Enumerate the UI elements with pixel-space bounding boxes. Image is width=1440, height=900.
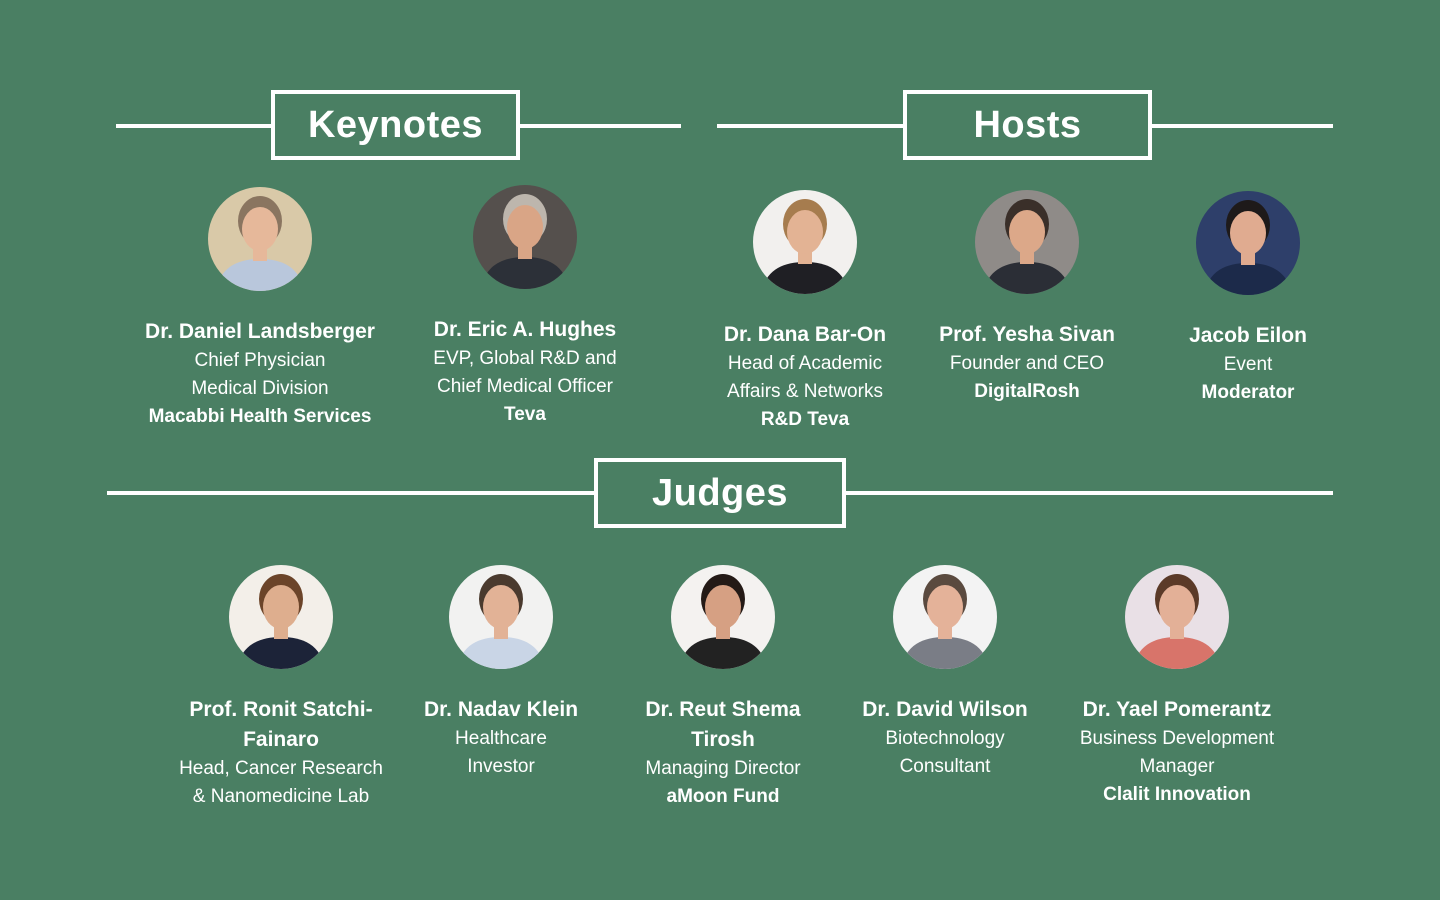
- host-title: Event: [1223, 354, 1273, 375]
- portrait-shoulders: [1133, 637, 1221, 669]
- judge-title: Healthcare: [455, 728, 547, 749]
- speaker-name: Dr. Eric A. Hughes: [433, 318, 617, 341]
- host-card: Prof. Yesha Sivan Founder and CEO Digita…: [907, 190, 1147, 406]
- judge-title: Managing Director: [645, 758, 801, 779]
- speaker-title-2: Chief Medical Officer: [437, 376, 613, 397]
- judge-organization: Clalit Innovation: [1103, 784, 1251, 805]
- judges-divider-left: [107, 491, 597, 495]
- judge-photo: [1125, 565, 1229, 669]
- speaker-organization: Teva: [504, 404, 546, 425]
- judge-name: Dr. Nadav Klein: [423, 698, 579, 721]
- host-name: Jacob Eilon: [1189, 324, 1307, 347]
- judge-photo: [893, 565, 997, 669]
- hosts-divider-left: [717, 124, 906, 128]
- judge-title-2: Manager: [1139, 756, 1215, 777]
- judge-card: Dr. Yael Pomerantz Business Development …: [1047, 565, 1307, 809]
- portrait-face: [483, 585, 519, 629]
- portrait-shoulders: [237, 637, 325, 669]
- host-title-2: Affairs & Networks: [727, 381, 883, 402]
- judge-title-2: Consultant: [899, 756, 991, 777]
- judge-card: Dr. Reut Shema Tirosh Managing Director …: [603, 565, 843, 811]
- judge-card: Prof. Ronit Satchi-Fainaro Head, Cancer …: [161, 565, 401, 811]
- portrait-shoulders: [1204, 263, 1292, 295]
- speaker-title: EVP, Global R&D and: [433, 348, 617, 369]
- host-organization: Moderator: [1201, 382, 1295, 403]
- portrait-graphic: [893, 565, 997, 669]
- portrait-face: [705, 585, 741, 629]
- portrait-shoulders: [481, 257, 569, 289]
- portrait-graphic: [1196, 191, 1300, 295]
- portrait-shoulders: [901, 637, 989, 669]
- portrait-face: [1159, 585, 1195, 629]
- speaker-photo: [473, 185, 577, 289]
- portrait-graphic: [1125, 565, 1229, 669]
- judge-photo: [449, 565, 553, 669]
- host-title: Founder and CEO: [949, 353, 1105, 374]
- portrait-shoulders: [983, 262, 1071, 294]
- judge-card: Dr. Nadav Klein Healthcare Investor: [381, 565, 621, 781]
- host-photo: [975, 190, 1079, 294]
- judges-heading: Judges: [594, 458, 846, 528]
- portrait-graphic: [753, 190, 857, 294]
- host-organization: DigitalRosh: [974, 381, 1080, 402]
- portrait-face: [927, 585, 963, 629]
- speaker-title-2: Medical Division: [191, 378, 329, 399]
- portrait-face: [787, 210, 823, 254]
- keynotes-heading: Keynotes: [271, 90, 520, 160]
- portrait-face: [507, 205, 543, 249]
- judge-title: Head, Cancer Research: [179, 758, 383, 779]
- portrait-graphic: [449, 565, 553, 669]
- speaker-name: Dr. Daniel Landsberger: [145, 320, 375, 343]
- judges-divider-right: [843, 491, 1333, 495]
- hosts-divider-right: [1149, 124, 1333, 128]
- judge-title: Biotechnology: [885, 728, 1005, 749]
- portrait-face: [1009, 210, 1045, 254]
- portrait-graphic: [473, 185, 577, 289]
- host-title: Head of Academic: [727, 353, 883, 374]
- judge-title-2: Investor: [467, 756, 535, 777]
- judge-name: Dr. David Wilson: [862, 698, 1028, 721]
- judge-name: Dr. Reut Shema Tirosh: [645, 698, 801, 751]
- host-name: Prof. Yesha Sivan: [939, 323, 1115, 346]
- keynotes-divider-left: [116, 124, 274, 128]
- portrait-shoulders: [679, 637, 767, 669]
- judge-title: Business Development: [1079, 728, 1275, 749]
- portrait-face: [242, 207, 278, 251]
- judge-name: Prof. Ronit Satchi-Fainaro: [189, 698, 373, 751]
- portrait-face: [1230, 211, 1266, 255]
- judge-organization: aMoon Fund: [666, 786, 780, 807]
- keynote-card: Dr. Daniel Landsberger Chief Physician M…: [140, 187, 380, 431]
- portrait-graphic: [975, 190, 1079, 294]
- keynote-card: Dr. Eric A. Hughes EVP, Global R&D and C…: [405, 185, 645, 429]
- portrait-graphic: [229, 565, 333, 669]
- portrait-shoulders: [761, 262, 849, 294]
- judge-title-2: & Nanomedicine Lab: [192, 786, 370, 807]
- judge-photo: [229, 565, 333, 669]
- keynotes-divider-right: [517, 124, 681, 128]
- host-photo: [1196, 191, 1300, 295]
- portrait-shoulders: [457, 637, 545, 669]
- judge-photo: [671, 565, 775, 669]
- host-photo: [753, 190, 857, 294]
- portrait-graphic: [671, 565, 775, 669]
- speaker-organization: Macabbi Health Services: [148, 406, 372, 427]
- hosts-heading: Hosts: [903, 90, 1152, 160]
- host-organization: R&D Teva: [760, 409, 850, 430]
- speaker-title: Chief Physician: [194, 350, 326, 371]
- portrait-face: [263, 585, 299, 629]
- judge-name: Dr. Yael Pomerantz: [1082, 698, 1272, 721]
- host-card: Dr. Dana Bar-On Head of Academic Affairs…: [685, 190, 925, 434]
- portrait-shoulders: [216, 259, 304, 291]
- host-name: Dr. Dana Bar-On: [723, 323, 887, 346]
- speaker-photo: [208, 187, 312, 291]
- judge-card: Dr. David Wilson Biotechnology Consultan…: [825, 565, 1065, 781]
- host-card: Jacob Eilon Event Moderator: [1128, 191, 1368, 407]
- portrait-graphic: [208, 187, 312, 291]
